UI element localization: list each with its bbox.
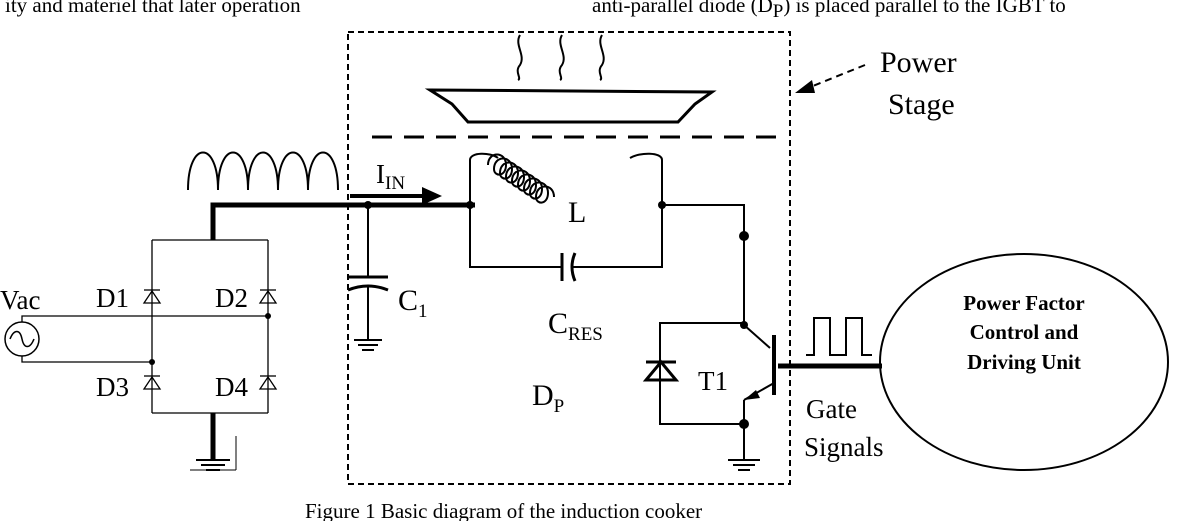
ac-node-bottom (149, 359, 155, 365)
top-text-right: anti-parallel diode (DP) is placed paral… (592, 0, 1066, 22)
t1-ground-icon (728, 459, 760, 471)
dp-label: DP (532, 379, 564, 417)
resonant-inductor-l (469, 152, 663, 205)
cres-label: CRES (548, 307, 603, 345)
d4-label: D4 (215, 372, 248, 402)
ac-node-top (265, 313, 271, 319)
bridge-rectifier (151, 239, 269, 460)
power-stage-label-line1: Power (880, 46, 957, 79)
gate-label-line2: Signals (804, 432, 884, 462)
top-text-left: ity and materiel that later operation (5, 0, 301, 17)
power-stage-label-line2: Stage (888, 88, 955, 121)
c1-label: C1 (398, 284, 428, 322)
pfc-label-line1: Power Factor (963, 291, 1084, 315)
cooking-pan-icon (424, 88, 717, 124)
diode-d4 (258, 375, 278, 390)
power-stage-box (347, 31, 791, 485)
ac-line-bottom (21, 356, 152, 363)
d1-label: D1 (96, 283, 129, 313)
heat-waves-icon (516, 34, 605, 81)
d3-label: D3 (96, 372, 129, 402)
iin-arrowhead (422, 187, 442, 205)
vac-label: Vac (0, 285, 40, 315)
c1-ground-icon (354, 339, 382, 351)
iin-label: IIN (376, 159, 405, 194)
diode-d2 (258, 289, 278, 304)
ac-source-icon (4, 321, 40, 357)
pfc-label-line2: Control and (970, 320, 1079, 344)
igbt-t1 (743, 324, 882, 460)
l-label: L (568, 196, 586, 229)
diode-d3 (142, 375, 162, 390)
gate-label-line1: Gate (806, 394, 857, 424)
gate-pulse-icon (806, 317, 872, 356)
c1-capacitor (347, 205, 389, 340)
filter-inductor-icon (187, 151, 339, 191)
collector-dot (739, 231, 749, 241)
power-stage-arrowhead (795, 80, 815, 93)
pfc-label-line3: Driving Unit (967, 350, 1081, 374)
diode-d1 (142, 289, 162, 304)
t1-label: T1 (698, 366, 728, 396)
figure-caption: Figure 1 Basic diagram of the induction … (305, 499, 702, 521)
tank-node-left (466, 201, 474, 209)
power-stage-arrow-shaft (807, 64, 866, 89)
d2-label: D2 (215, 283, 248, 313)
pfc-driving-unit (879, 253, 1169, 471)
collector-wire (662, 204, 745, 325)
dp-diode (642, 322, 744, 425)
ac-line-top (21, 315, 268, 322)
bridge-ground-icon (190, 436, 237, 471)
dc-bus-wire (210, 202, 475, 240)
cres-capacitor (469, 205, 663, 282)
